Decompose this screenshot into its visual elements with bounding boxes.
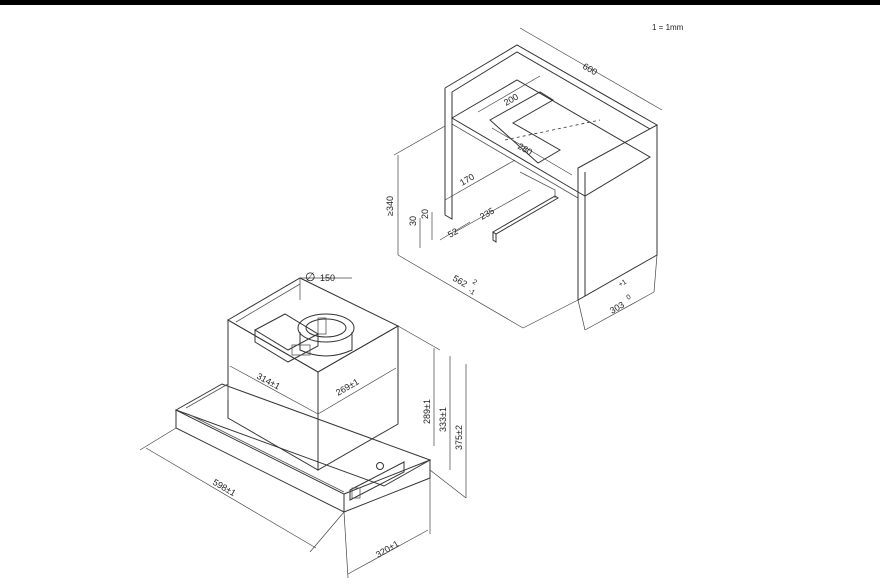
- dim-height-ext-top: [397, 325, 441, 351]
- dim-375-label: 375±2: [454, 425, 464, 450]
- cabinet-shelf: [451, 79, 651, 197]
- dim-20-label: 20: [420, 209, 430, 219]
- dim-314-label: 314±1: [255, 371, 282, 392]
- dim-598-ext-right: [309, 511, 345, 553]
- control-box-side: [254, 330, 319, 363]
- mounting-rail-end: [492, 232, 497, 243]
- mounting-bracket: [519, 171, 556, 198]
- dim-200-line: [477, 75, 541, 113]
- dim-height-ext-bottom: [429, 469, 467, 499]
- dim-269-line: [317, 367, 397, 415]
- dim-280-label: 280: [516, 141, 534, 157]
- dim-598-label: 598±1: [211, 477, 238, 498]
- diameter-symbol-icon: ∅: [305, 270, 315, 284]
- dim-562-line: [397, 254, 524, 329]
- dim-320-ext-left: [343, 511, 349, 579]
- shelf-cutout: [489, 91, 561, 164]
- fan-housing-outer: [297, 313, 355, 343]
- dim-200-label: 200: [502, 92, 520, 108]
- dim-150-label: 150: [320, 273, 335, 283]
- dim-269-label: 269±1: [334, 377, 361, 398]
- dim-303-label: 303: [608, 300, 626, 316]
- dim-303-tol-plus: +1: [618, 279, 629, 289]
- canopy-inner-lip: [185, 383, 229, 409]
- dim-320-label: 320±1: [374, 539, 401, 560]
- dim-600-label: 600: [581, 61, 599, 77]
- dim-303-ext-left: [577, 299, 586, 331]
- fan-hub: [317, 317, 327, 335]
- cabinet-drawing: 600 200 280 170 235 ≥340 30 20 52 562 2 …: [385, 27, 663, 331]
- dim-562-label: 562: [451, 273, 469, 289]
- dim-280-line: [491, 127, 573, 176]
- dim-235-label: 235: [478, 206, 496, 222]
- dim-289-label: 289±1: [422, 399, 432, 424]
- cabinet-right-panel: [577, 124, 658, 301]
- dim-562-tol-minus: -1: [467, 288, 476, 297]
- canopy-control-strip: [349, 461, 405, 501]
- dim-340-label: ≥340: [385, 196, 395, 216]
- canopy-switch: [351, 487, 361, 499]
- dim-600-line: [519, 27, 663, 111]
- dim-598-ext-left: [139, 427, 177, 451]
- fan-housing-side: [299, 332, 353, 357]
- cabinet-back-inner-edge: [451, 51, 651, 130]
- dim-340-ext-top: [393, 125, 446, 156]
- cutout-centerline: [504, 119, 601, 141]
- dim-303-line: [584, 291, 655, 331]
- canopy-light-knob: [376, 462, 384, 470]
- dim-314-line: [229, 365, 319, 415]
- dim-52-label: 52: [446, 226, 460, 240]
- dim-235-line: [454, 189, 531, 233]
- hood-body-right-face: [317, 325, 399, 471]
- dim-333-label: 333±1: [438, 407, 448, 432]
- dim-170-line: [444, 159, 516, 201]
- cabinet-left-panel: [444, 88, 453, 220]
- dim-320-line: [347, 529, 429, 575]
- control-box-connector: [291, 344, 311, 356]
- top-border-bar: [0, 0, 880, 5]
- dim-170-label: 170: [458, 172, 476, 188]
- canopy-front-face: [175, 409, 345, 513]
- dim-303-tol-minus: 0: [626, 294, 633, 302]
- dim-598-line: [145, 447, 317, 549]
- hood-body-left-face: [227, 319, 319, 471]
- canopy-visor-line: [187, 413, 345, 493]
- dim-303-ext-right: [653, 254, 658, 293]
- canopy-top: [174, 383, 432, 487]
- cabinet-shelf-front: [451, 123, 579, 199]
- hood-top-inner-edge: [235, 283, 301, 323]
- scale-note: 1 = 1mm: [652, 23, 684, 32]
- dim-52-line: [439, 221, 471, 241]
- dim-562-ext: [522, 299, 579, 329]
- hood-body-top: [227, 277, 400, 373]
- dim-30-label: 30: [408, 216, 418, 226]
- dim-562-tol-plus: 2: [471, 279, 478, 287]
- hood-drawing: ∅ 150 314±1 269±1 289±1 333±1 375±2 598±…: [139, 270, 467, 579]
- mounting-rail: [492, 195, 559, 235]
